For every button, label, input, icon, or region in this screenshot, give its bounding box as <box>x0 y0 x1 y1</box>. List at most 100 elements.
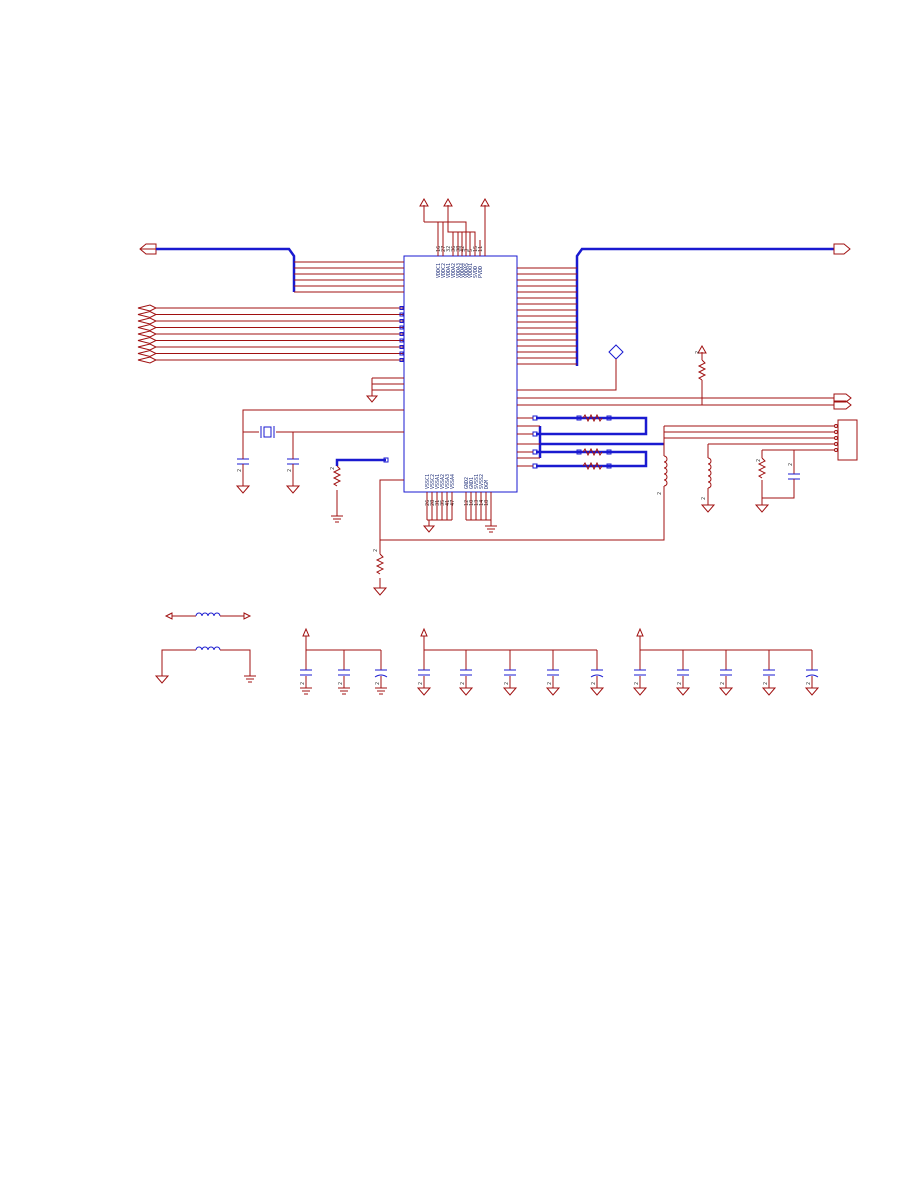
capacitor-plate <box>374 674 388 678</box>
signal-connector <box>137 310 158 319</box>
signal-connector <box>137 336 158 345</box>
signal-connector <box>137 356 158 364</box>
component-value-label: 2 <box>763 682 769 685</box>
ic-pin-number-top: 5 <box>468 249 474 252</box>
ic-pin-number-bottom: 26 <box>425 500 431 506</box>
ic-pin-name-bottom: VSSA1 <box>435 474 441 489</box>
component-value-label: 2 <box>695 351 701 354</box>
pin-pad <box>399 319 404 323</box>
ic-pin-number-top: 42 <box>460 246 466 252</box>
ground-icon <box>458 687 474 696</box>
ferrite-bead-1 <box>164 612 252 620</box>
pin-pad <box>399 345 404 349</box>
ic-pin-number-top: 16 <box>436 246 442 252</box>
ground-icon <box>761 687 777 696</box>
bias-resistor <box>331 457 389 523</box>
ic-pin-number-top: 38 <box>456 246 462 252</box>
component-value-label: 2 <box>720 682 726 685</box>
ground-icon <box>718 687 734 696</box>
component-value-label: 2 <box>547 682 553 685</box>
ic-pin-name-top: VDDA4 <box>460 263 466 278</box>
power-arrow-icon <box>302 627 310 637</box>
top-power-stubs <box>419 197 490 256</box>
main-ic-body <box>403 255 518 493</box>
ground-icon <box>416 687 432 696</box>
ground-icon <box>502 687 518 696</box>
signal-connector <box>137 317 158 325</box>
crystal-load-cap-2 <box>285 455 301 494</box>
left-side-stubs <box>365 377 404 403</box>
ic-top-pin-labels: VDDC116VDDC227VDDA132VDDA236VDDA338VDDA4… <box>436 246 484 278</box>
ic-pin-number-bottom: 41 <box>445 500 451 506</box>
pin-pad <box>399 325 404 330</box>
ic-pin-number-bottom: 14 <box>479 500 485 506</box>
ic-pin-number-top: 32 <box>446 246 452 252</box>
component-value-label: 2 <box>591 682 597 685</box>
signal-connector <box>137 330 158 338</box>
ground-icon <box>804 687 820 696</box>
component-value-label: 2 <box>756 459 762 462</box>
ic-pin-number-bottom: 10 <box>469 500 475 506</box>
decoupling-capacitors <box>300 627 820 696</box>
component-value-label: 2 <box>657 492 663 495</box>
component-value-label: 2 <box>373 549 379 552</box>
signal-connector <box>137 323 158 332</box>
test-point-diamond <box>517 344 624 391</box>
ic-pin-number-top: 15 <box>473 246 479 252</box>
component-value-label: 2 <box>237 469 243 472</box>
ic-pin-number-bottom: 35 <box>440 500 446 506</box>
ic-pin-number-top: 27 <box>441 246 447 252</box>
ic-pin-name-bottom: GND2 <box>464 477 470 489</box>
component-value-label: 2 <box>330 467 336 470</box>
right-bus-connector <box>833 243 851 255</box>
ic-pin-name-bottom: SVSS1 <box>474 474 480 489</box>
ic-pin-name-top: PVDD <box>478 266 484 278</box>
right-header-connector <box>663 419 858 461</box>
pin-pad <box>399 338 404 343</box>
ic-pin-name-top: VDDO1 <box>468 263 474 278</box>
power-arrow-icon <box>636 627 644 637</box>
left-bus-connector <box>139 243 157 255</box>
pin-pad <box>399 332 404 336</box>
ic-pin-number-bottom: 13 <box>474 500 480 506</box>
right-bus-taps <box>517 267 577 365</box>
signal-connector <box>137 349 158 358</box>
ground-icon <box>632 687 648 696</box>
pin-pad <box>399 351 404 356</box>
ground-icon <box>545 687 561 696</box>
cap-group <box>632 627 820 696</box>
component-value-label: 2 <box>806 682 812 685</box>
ic-pin-name-top: VDDC1 <box>436 263 442 278</box>
ic-pin-number-bottom: 18 <box>484 500 490 506</box>
pin-pad <box>399 358 404 362</box>
capacitor-plate <box>590 674 604 678</box>
component-value-label: 2 <box>300 682 306 685</box>
ic-pin-name-bottom: SVSS2 <box>479 474 485 489</box>
ic-pin-name-bottom: VSSA4 <box>450 474 456 489</box>
crystal-circuit <box>242 409 404 455</box>
ic-pin-name-top: VDDA1 <box>446 263 452 278</box>
ic-pin-name-top: VDDA5 <box>464 263 470 278</box>
capacitor-plate <box>805 674 819 678</box>
component-value-label: 2 <box>375 682 381 685</box>
component-value-label: 2 <box>504 682 510 685</box>
left-bus-taps <box>294 261 404 293</box>
cap-group <box>300 627 388 695</box>
cap-group <box>416 627 605 696</box>
pin-pad <box>399 312 404 317</box>
ic-pin-name-bottom: VSSC1 <box>425 474 431 489</box>
component-value-label: 2 <box>634 682 640 685</box>
left-data-bus <box>156 247 296 292</box>
power-arrow-icon <box>420 627 428 637</box>
ic-pin-number-bottom: 12 <box>464 500 470 506</box>
left-signal-connectors <box>137 304 404 364</box>
component-value-label: 2 <box>460 682 466 685</box>
right-inductor-2 <box>700 457 716 513</box>
ic-pin-name-top: VDDA3 <box>456 263 462 278</box>
ic-pin-name-bottom: GND1 <box>469 477 475 489</box>
lower-resistor-net <box>372 479 665 596</box>
pullup-resistor <box>697 344 707 405</box>
ic-pin-name-bottom: VSSA2 <box>440 474 446 489</box>
ic-pin-number-top: 36 <box>451 246 457 252</box>
